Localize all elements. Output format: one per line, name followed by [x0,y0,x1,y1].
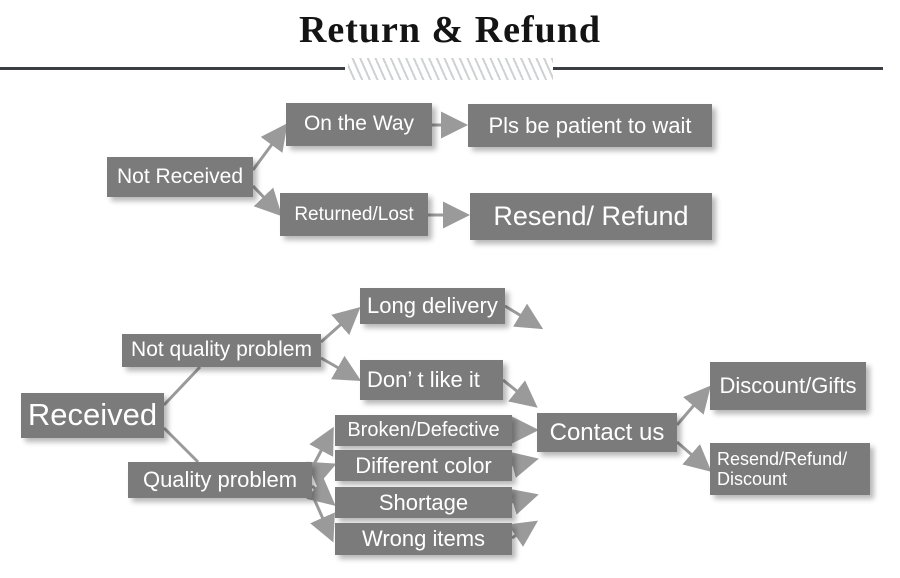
arrow-quality-to-shortage [306,478,336,506]
arrow-quality-to-different-color [306,461,337,487]
node-pls-be-patient-to-wait[interactable]: Pls be patient to wait [468,104,712,147]
node-not-quality-problem[interactable]: Not quality problem [122,334,321,367]
node-label: Pls be patient to wait [488,112,692,138]
node-resend-refund[interactable]: Resend/ Refund [470,193,712,240]
node-label: Resend/Refund/ Discount [717,448,848,489]
node-resend-refund-discount[interactable]: Resend/Refund/ Discount [710,443,870,495]
arrow-long-delivery-to-contact-us [504,303,544,330]
node-returned-lost[interactable]: Returned/Lost [280,193,428,236]
node-label: Different color [355,452,492,478]
arrow-shortage-to-contact-us [509,488,539,515]
node-label: On the Way [303,112,415,136]
node-long-delivery[interactable]: Long delivery [360,288,505,324]
node-label: Don’ t like it [367,367,480,393]
node-label: Not quality problem [131,338,312,362]
arrow-different-color-to-contact-us [509,451,539,478]
node-label: Long delivery [367,293,498,319]
line-received-to-not-quality-problem [162,365,202,407]
arrow-not-quality-to-long-delivery [320,307,361,344]
arrow-contact-us-to-resend-refund-discount [676,440,712,472]
node-wrong-items[interactable]: Wrong items [335,523,512,555]
node-label: Broken/Defective [347,419,500,441]
arrow-not-received-to-returned-lost [251,184,283,217]
node-shortage[interactable]: Shortage [335,487,512,518]
node-not-received[interactable]: Not Received [107,157,253,197]
arrow-not-received-to-on-the-way [251,123,288,171]
node-label: Resend/ Refund [493,201,689,232]
node-on-the-way[interactable]: On the Way [286,103,432,146]
node-label: Quality problem [142,467,298,493]
arrow-dont-like-it-to-contact-us [502,378,538,408]
arrow-quality-to-broken-defective [309,426,334,469]
arrow-wrong-items-to-contact-us [508,520,538,547]
node-label: Returned/Lost [294,203,414,225]
node-contact-us[interactable]: Contact us [537,413,677,452]
arrow-not-quality-to-dont-like-it [320,355,362,381]
arrow-quality-to-wrong-items [310,493,335,543]
node-label: Contact us [549,418,665,446]
divider-line-right [553,67,883,70]
page-title: Return & Refund [298,9,602,51]
node-label: Shortage [378,489,469,515]
node-different-color[interactable]: Different color [335,450,512,481]
arrow-contact-us-to-discount-gifts [675,385,711,426]
node-quality-problem[interactable]: Quality problem [128,462,312,498]
node-broken-defective[interactable]: Broken/Defective [335,415,512,446]
node-label: Discount/Gifts [719,373,857,399]
divider-hatch-ornament [348,58,553,80]
line-received-to-quality-problem [162,426,200,464]
node-discount-gifts[interactable]: Discount/Gifts [710,362,866,410]
node-dont-like-it[interactable]: Don’ t like it [360,360,503,400]
node-label: Received [27,397,158,433]
node-label: Wrong items [361,526,486,552]
node-label: Not Received [116,164,244,188]
divider-line-left [0,67,345,70]
node-received[interactable]: Received [21,393,164,438]
